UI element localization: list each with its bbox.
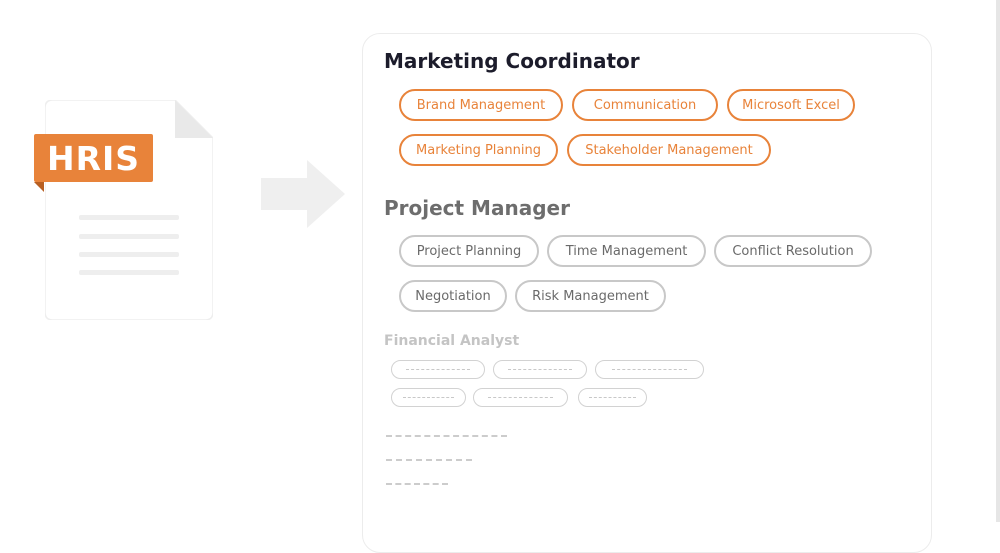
placeholder-line xyxy=(386,459,472,461)
placeholder-chip xyxy=(391,360,485,379)
placeholder-chip xyxy=(391,388,466,407)
skill-chip: Project Planning xyxy=(399,235,539,267)
hris-label-fold xyxy=(34,182,44,192)
document-text-line xyxy=(79,215,179,220)
skill-chip: Stakeholder Management xyxy=(567,134,771,166)
document-text-line xyxy=(79,234,179,239)
role-title-project-manager: Project Manager xyxy=(384,196,570,220)
document-text-line xyxy=(79,252,179,257)
placeholder-line xyxy=(386,435,507,437)
skill-chip: Conflict Resolution xyxy=(714,235,872,267)
hris-label: HRIS xyxy=(34,134,153,182)
document-page-shape xyxy=(45,100,213,320)
right-arrow-icon xyxy=(261,160,345,228)
placeholder-chip xyxy=(595,360,704,379)
skill-chip: Risk Management xyxy=(515,280,666,312)
skill-chip: Negotiation xyxy=(399,280,507,312)
skill-chip: Brand Management xyxy=(399,89,563,121)
placeholder-chip xyxy=(473,388,568,407)
skill-chip: Communication xyxy=(572,89,718,121)
role-title-marketing-coordinator: Marketing Coordinator xyxy=(384,49,640,73)
placeholder-chip xyxy=(493,360,587,379)
role-title-financial-analyst: Financial Analyst xyxy=(384,333,520,349)
skill-chip: Marketing Planning xyxy=(399,134,558,166)
document-icon xyxy=(45,100,213,320)
placeholder-line xyxy=(386,483,448,485)
skill-chip: Time Management xyxy=(547,235,706,267)
right-edge-divider xyxy=(996,0,1000,522)
skill-chip: Microsoft Excel xyxy=(727,89,855,121)
document-text-line xyxy=(79,270,179,275)
placeholder-chip xyxy=(578,388,647,407)
